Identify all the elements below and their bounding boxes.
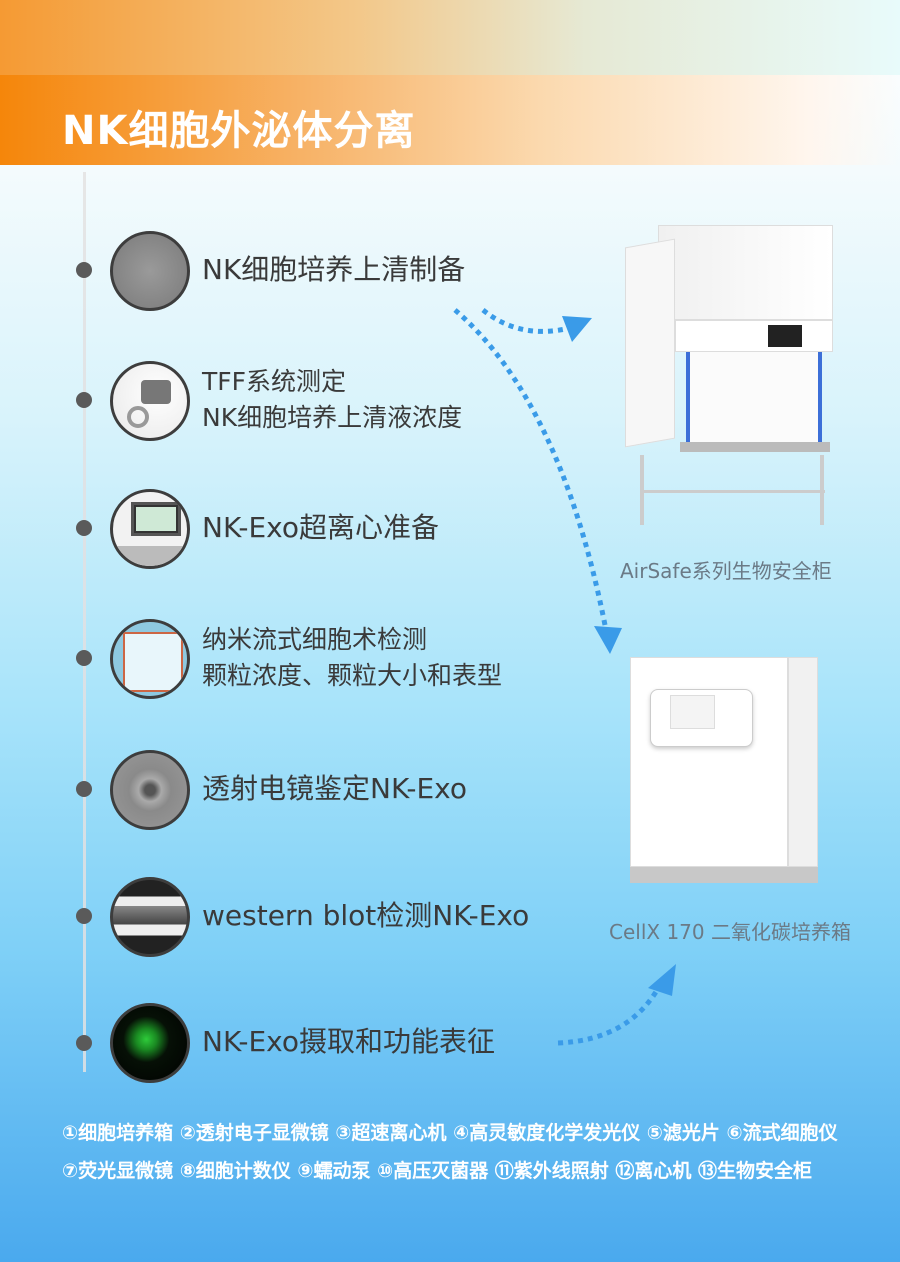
step-text: TFF系统测定	[202, 367, 347, 396]
arrow-to-cabinet	[481, 308, 571, 334]
cell-culture-thumbnail	[110, 231, 190, 311]
title-band	[0, 75, 900, 165]
step-3: NK-Exo超离心准备	[202, 509, 439, 547]
arrow-to-incubator	[453, 308, 608, 626]
step-text: NK细胞培养上清液浓度	[202, 403, 463, 432]
arrowhead-icon	[562, 316, 592, 342]
arrow-from-incubator	[557, 983, 663, 1046]
step-text: NK细胞培养上清制备	[202, 253, 466, 286]
timeline-dot	[76, 520, 92, 536]
arrowhead-icon	[594, 626, 622, 654]
timeline-dot	[76, 650, 92, 666]
timeline-dot	[76, 781, 92, 797]
step-2: TFF系统测定 NK细胞培养上清液浓度	[202, 364, 462, 436]
step-text: NK-Exo超离心准备	[202, 511, 440, 544]
timeline-dot	[76, 262, 92, 278]
step-text: 透射电镜鉴定NK-Exo	[202, 772, 468, 805]
tem-thumbnail	[110, 750, 190, 830]
step-5: 透射电镜鉴定NK-Exo	[202, 770, 467, 808]
timeline-dot	[76, 908, 92, 924]
ultracentrifuge-thumbnail	[110, 489, 190, 569]
step-text: western blot检测NK-Exo	[202, 899, 530, 932]
step-text: 颗粒浓度、颗粒大小和表型	[202, 661, 503, 690]
page-title: NK细胞外泌体分离	[62, 108, 416, 154]
fluorescence-thumbnail	[110, 1003, 190, 1083]
biosafety-cabinet-image	[620, 225, 835, 525]
timeline-dot	[76, 1035, 92, 1051]
step-4: 纳米流式细胞术检测颗粒浓度、颗粒大小和表型	[202, 622, 502, 694]
tff-pump-thumbnail	[110, 361, 190, 441]
arrowhead-icon	[648, 964, 676, 996]
co2-incubator-image	[630, 657, 830, 890]
step-7: NK-Exo摄取和功能表征	[202, 1023, 495, 1061]
western-blot-thumbnail	[110, 877, 190, 957]
step-text: 纳米流式细胞术检测	[202, 625, 428, 654]
flow-cytometry-thumbnail	[110, 619, 190, 699]
step-1: NK细胞培养上清制备	[202, 251, 465, 289]
timeline-dot	[76, 392, 92, 408]
cabinet-caption: AirSafe系列生物安全柜	[620, 559, 832, 583]
step-6: western blot检测NK-Exo	[202, 897, 529, 935]
header-band	[0, 0, 900, 75]
equipment-notes: ①细胞培养箱 ②透射电子显微镜 ③超速离心机 ④高灵敏度化学发光仪 ⑤滤光片 ⑥…	[62, 1122, 838, 1182]
incubator-caption: CellX 170 二氧化碳培养箱	[609, 920, 851, 944]
step-text: NK-Exo摄取和功能表征	[202, 1025, 496, 1058]
timeline-line	[83, 172, 86, 1072]
